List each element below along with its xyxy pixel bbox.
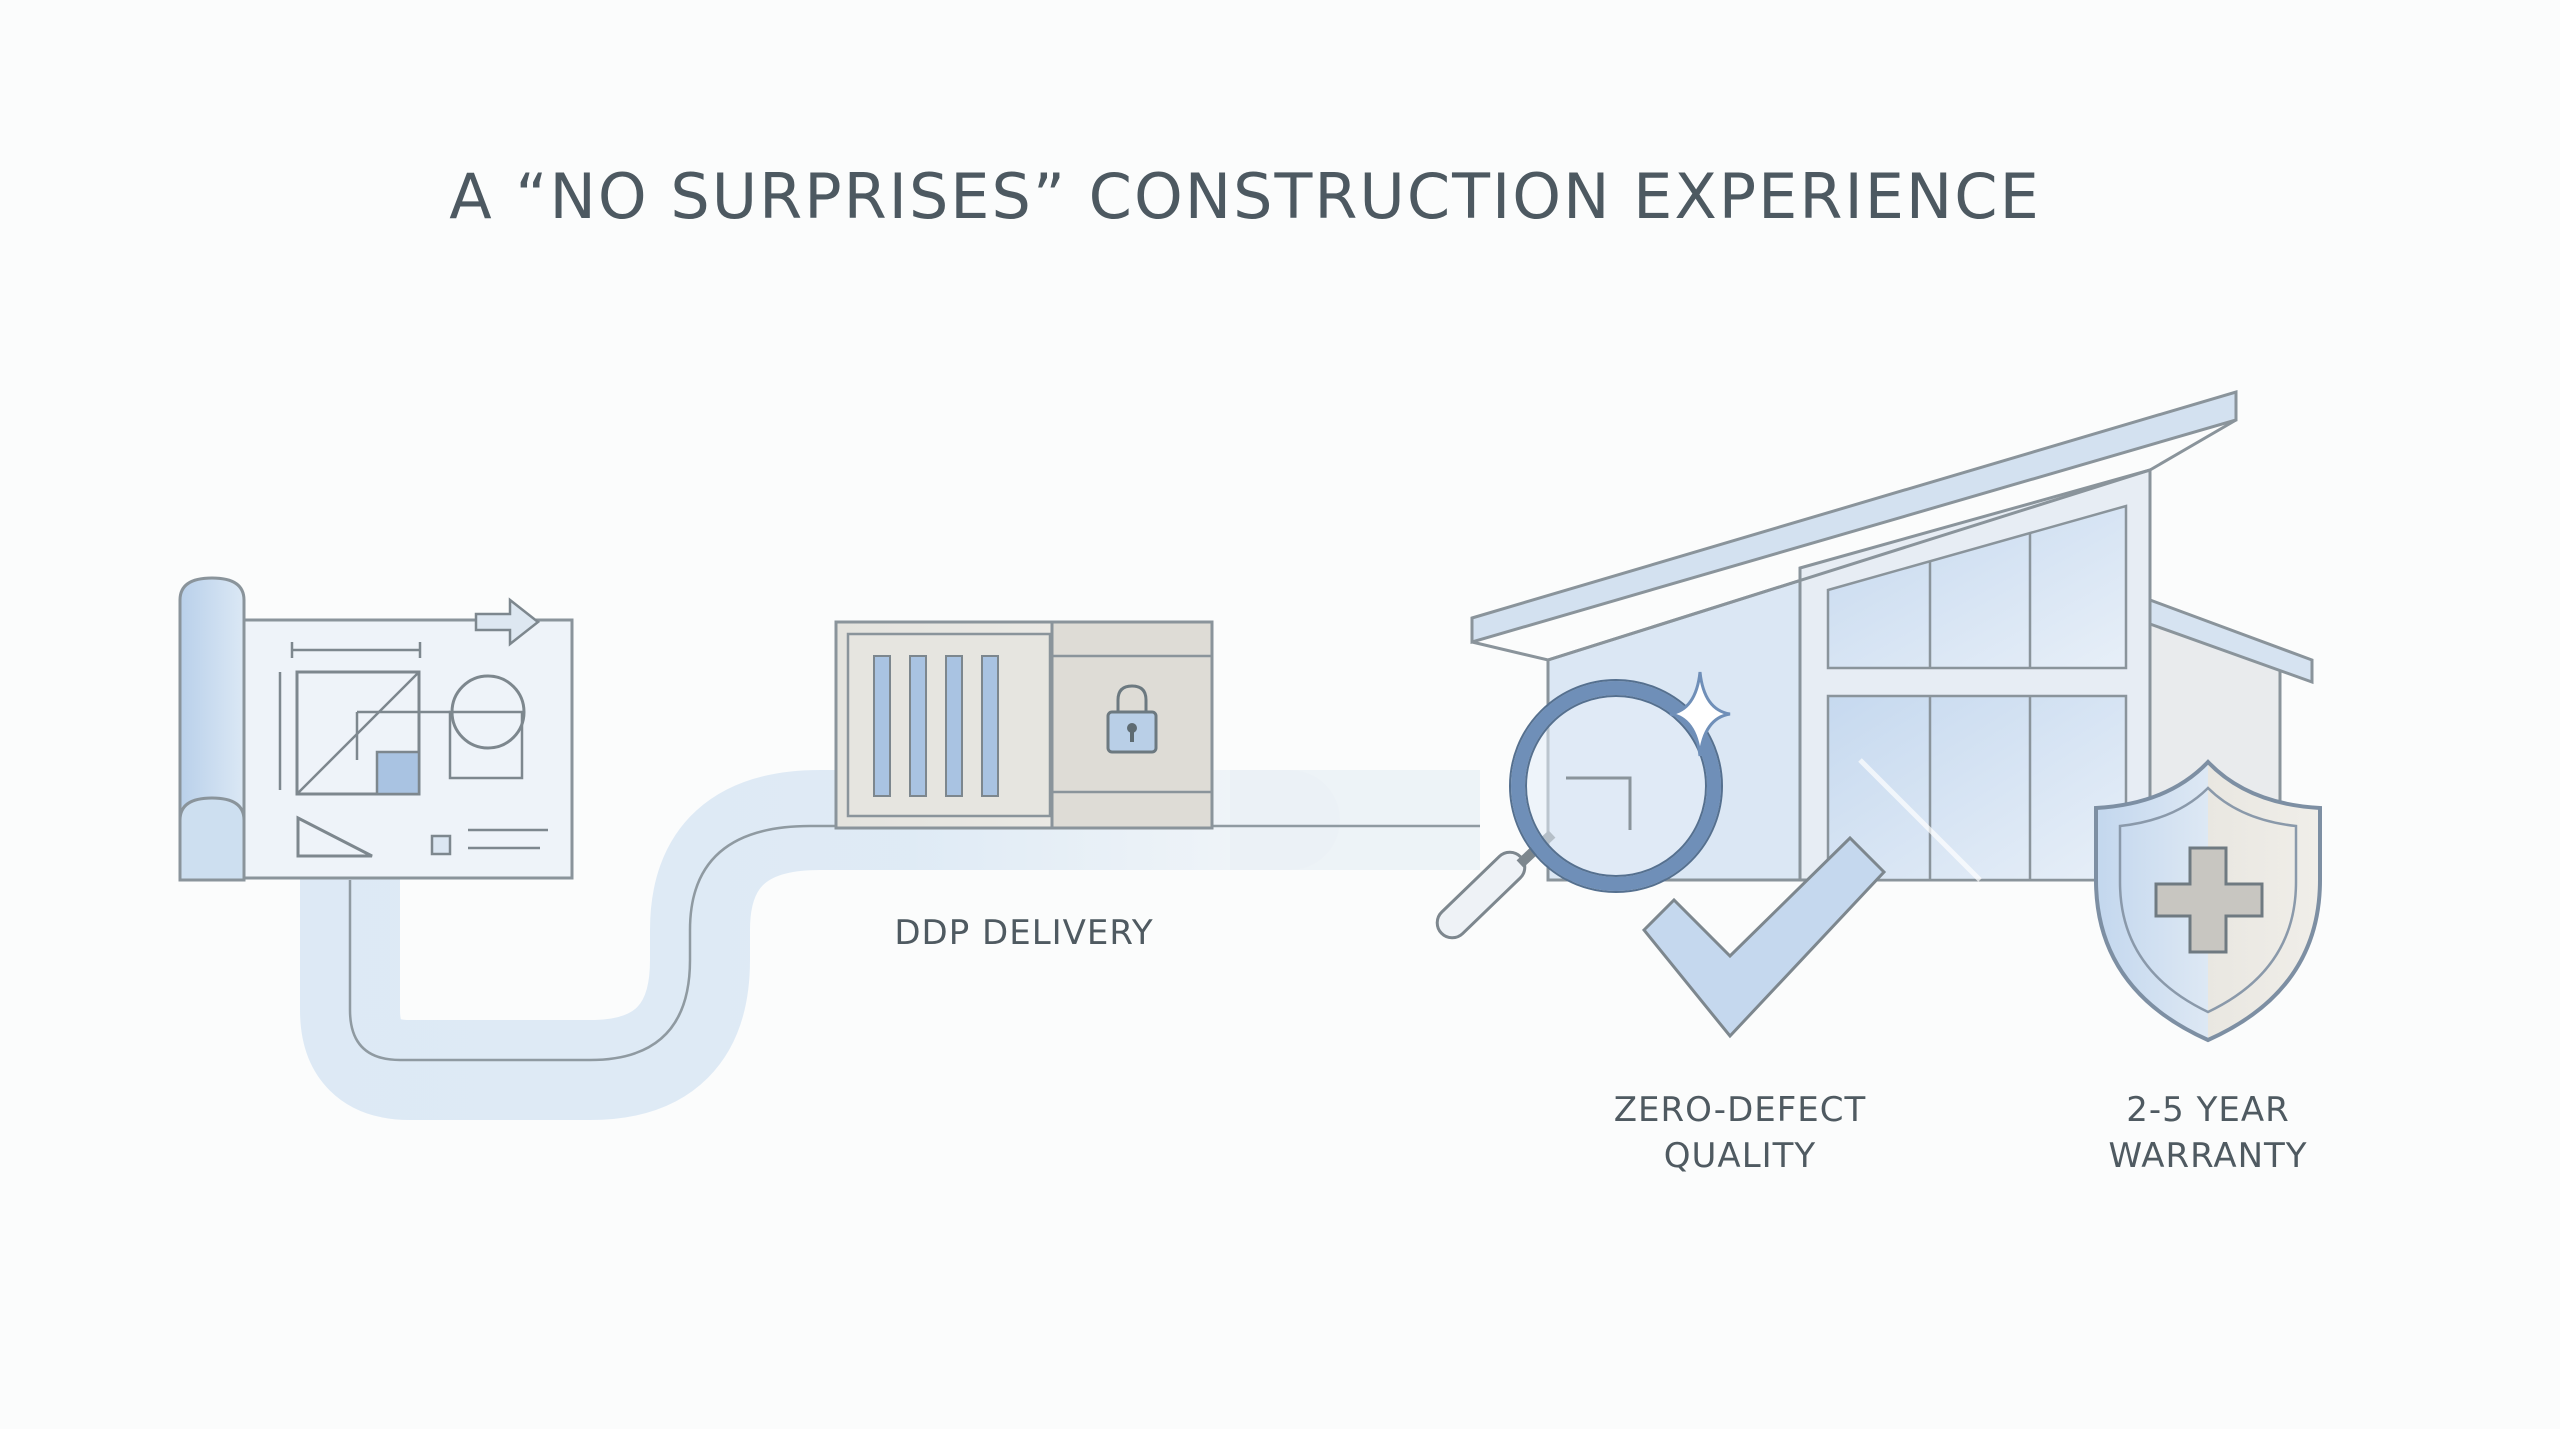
page-title: A “NO SURPRISES” CONSTRUCTION EXPERIENCE — [449, 160, 2041, 233]
step-label-zero-defect-quality: ZERO-DEFECT QUALITY — [1613, 1090, 1867, 1176]
magnifier-check-icon — [1435, 671, 1887, 1039]
journey-path — [300, 770, 1480, 1120]
step-label-ddp-delivery: DDP DELIVERY — [894, 913, 1154, 953]
blueprint-icon — [178, 576, 574, 882]
shipping-container-icon — [834, 620, 1214, 830]
step-label-warranty: 2-5 YEAR WARRANTY — [2108, 1090, 2308, 1176]
shield-cross-icon — [2094, 759, 2322, 1043]
lock-icon — [1106, 684, 1158, 754]
